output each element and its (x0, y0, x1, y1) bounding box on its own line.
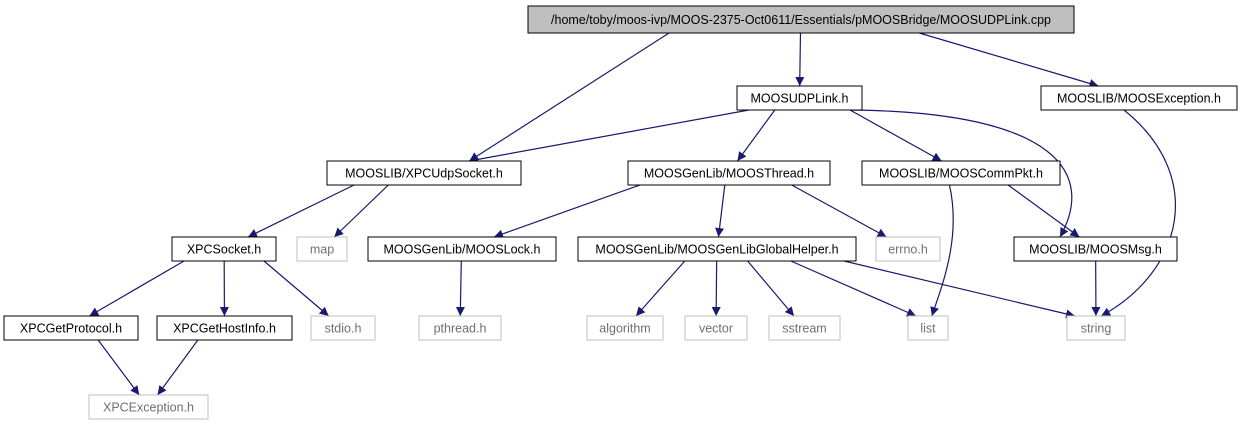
edge-xpcudp-to-map (333, 184, 389, 238)
node-label-xpcudp: MOOSLIB/XPCUdpSocket.h (345, 167, 503, 181)
node-label-exception: MOOSLIB/MOOSException.h (1057, 92, 1221, 106)
node-box-algorithm (586, 315, 664, 341)
edge-commpkt-to-msg (1007, 184, 1080, 238)
node-box-msg (1013, 236, 1178, 262)
edge-xpcsocket-to-getproto (89, 260, 185, 317)
node-box-string (1066, 315, 1126, 341)
node-stdio: stdio.h (310, 315, 376, 341)
node-box-commpkt (861, 160, 1061, 186)
node-xpcsocket[interactable]: XPCSocket.h (171, 236, 277, 262)
node-root[interactable]: /home/toby/moos-ivp/MOOS-2375-Oct0611/Es… (527, 5, 1075, 34)
edge-thread-to-lock (493, 184, 641, 239)
node-box-vector (684, 315, 748, 341)
node-label-list: list (920, 322, 936, 336)
edge-udplink-to-xpcudp (468, 109, 750, 164)
node-thread[interactable]: MOOSGenLib/MOOSThread.h (627, 160, 831, 186)
node-label-thread: MOOSGenLib/MOOSThread.h (644, 167, 814, 181)
node-label-udplink: MOOSUDPLink.h (751, 92, 849, 106)
node-label-getproto: XPCGetProtocol.h (20, 322, 122, 336)
node-box-getproto (3, 315, 139, 341)
node-label-errno: errno.h (888, 243, 928, 257)
edge-helper-to-algorithm (635, 260, 686, 317)
edge-helper-to-string (843, 260, 1076, 319)
node-label-commpkt: MOOSLIB/MOOSCommPkt.h (879, 167, 1043, 181)
edge-xpcsocket-to-stdio (263, 260, 330, 317)
node-map: map (296, 236, 348, 262)
node-box-lock (367, 236, 557, 262)
node-commpkt[interactable]: MOOSLIB/MOOSCommPkt.h (861, 160, 1061, 186)
node-box-xpcexception (88, 394, 209, 420)
node-helper[interactable]: MOOSGenLib/MOOSGenLibGlobalHelper.h (577, 236, 857, 262)
edge-gethost-to-xpcexception (157, 339, 199, 396)
node-label-algorithm: algorithm (599, 322, 650, 336)
node-algorithm: algorithm (586, 315, 664, 341)
node-label-pthread: pthread.h (434, 322, 487, 336)
edge-helper-to-sstream (747, 260, 795, 317)
node-box-map (296, 236, 348, 262)
node-xpcexception: XPCException.h (88, 394, 209, 420)
node-list: list (907, 315, 949, 341)
node-box-gethost (156, 315, 293, 341)
node-pthread: pthread.h (418, 315, 502, 341)
node-vector: vector (684, 315, 748, 341)
edge-commpkt-to-list (930, 184, 954, 317)
node-label-vector: vector (699, 322, 733, 336)
edge-root-to-udplink (795, 32, 805, 87)
edge-thread-to-helper (715, 184, 726, 238)
node-exception[interactable]: MOOSLIB/MOOSException.h (1040, 85, 1238, 111)
node-box-udplink (736, 85, 863, 111)
node-msg[interactable]: MOOSLIB/MOOSMsg.h (1013, 236, 1178, 262)
node-string: string (1066, 315, 1126, 341)
node-errno: errno.h (875, 236, 941, 262)
edge-xpcudp-to-xpcsocket (247, 184, 355, 238)
edges-layer (89, 32, 1177, 396)
node-box-pthread (418, 315, 502, 341)
node-label-xpcexception: XPCException.h (103, 401, 194, 415)
node-box-xpcudp (326, 160, 522, 186)
nodes-layer: /home/toby/moos-ivp/MOOS-2375-Oct0611/Es… (3, 5, 1238, 420)
edge-root-to-xpcudp (468, 32, 670, 162)
node-box-errno (875, 236, 941, 262)
edge-exception-to-string (1100, 109, 1177, 317)
node-box-root (527, 5, 1075, 34)
edge-helper-to-vector (711, 260, 721, 317)
node-getproto[interactable]: XPCGetProtocol.h (3, 315, 139, 341)
node-label-msg: MOOSLIB/MOOSMsg.h (1029, 243, 1162, 257)
edge-getproto-to-xpcexception (97, 339, 140, 396)
edge-udplink-to-commpkt (849, 109, 942, 162)
node-box-xpcsocket (171, 236, 277, 262)
node-label-gethost: XPCGetHostInfo.h (173, 322, 276, 336)
node-label-xpcsocket: XPCSocket.h (187, 243, 261, 257)
edge-helper-to-list (790, 260, 917, 317)
node-gethost[interactable]: XPCGetHostInfo.h (156, 315, 293, 341)
node-label-root: /home/toby/moos-ivp/MOOS-2375-Oct0611/Es… (551, 13, 1051, 27)
node-lock[interactable]: MOOSGenLib/MOOSLock.h (367, 236, 557, 262)
node-sstream: sstream (768, 315, 841, 341)
node-udplink[interactable]: MOOSUDPLink.h (736, 85, 863, 111)
node-label-helper: MOOSGenLib/MOOSGenLibGlobalHelper.h (595, 243, 838, 257)
edge-lock-to-pthread (455, 260, 465, 317)
node-label-lock: MOOSGenLib/MOOSLock.h (383, 243, 540, 257)
node-box-list (907, 315, 949, 341)
edge-root-to-exception (919, 32, 1099, 88)
edge-thread-to-errno (791, 184, 887, 238)
edge-udplink-to-thread (736, 109, 776, 162)
node-label-map: map (310, 243, 334, 257)
node-box-stdio (310, 315, 376, 341)
node-box-thread (627, 160, 831, 186)
node-xpcudp[interactable]: MOOSLIB/XPCUdpSocket.h (326, 160, 522, 186)
node-box-sstream (768, 315, 841, 341)
node-label-string: string (1081, 322, 1112, 336)
node-label-sstream: sstream (782, 322, 826, 336)
node-box-exception (1040, 85, 1238, 111)
node-label-stdio: stdio.h (325, 322, 362, 336)
node-box-helper (577, 236, 857, 262)
edge-udplink-to-msg (849, 109, 1073, 238)
